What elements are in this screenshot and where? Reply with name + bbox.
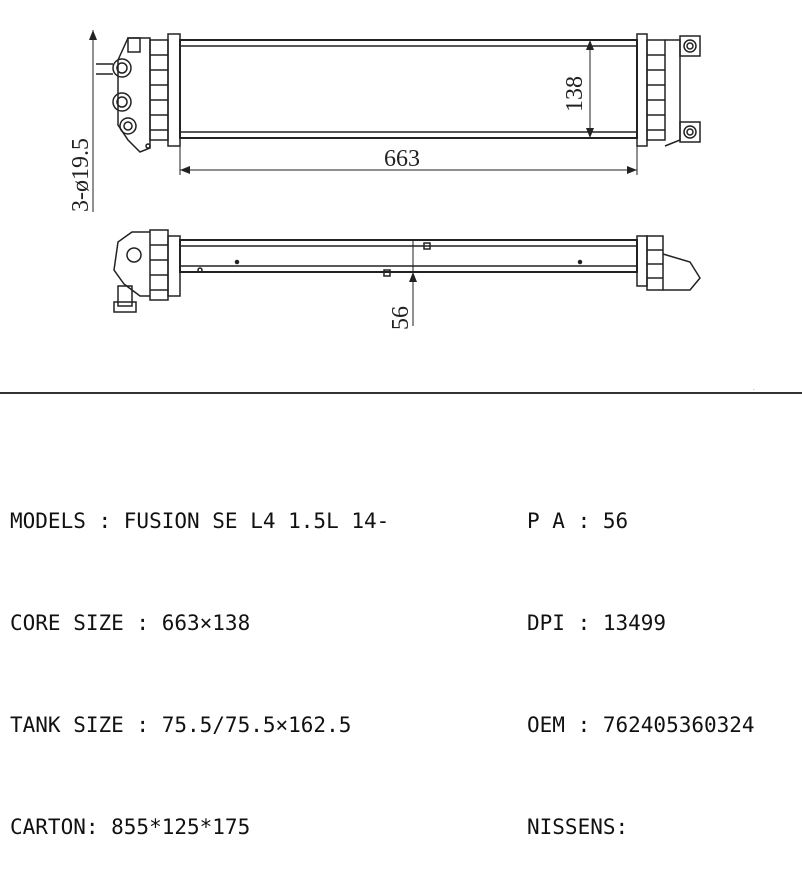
dim-label-663: 663	[384, 146, 420, 172]
technical-drawing: 663 138 3-ø19.5 56 ·	[68, 30, 756, 390]
spec-models: MODELS : FUSION SE L4 1.5L 14-	[10, 509, 390, 533]
spec-right-column: P A : 56 DPI : 13499 OEM : 762405360324 …	[527, 436, 755, 878]
spec-carton: CARTON: 855*125*175	[10, 815, 251, 839]
spec-nissens: NISSENS:	[527, 815, 629, 839]
spec-oem: OEM : 762405360324	[527, 713, 755, 737]
spec-pa: P A : 56	[527, 509, 629, 533]
dim-label-138: 138	[562, 76, 588, 112]
dim-label-holes: 3-ø19.5	[68, 138, 94, 212]
front-view	[89, 30, 701, 212]
right-tank	[636, 33, 701, 147]
section-divider	[0, 392, 802, 394]
spec-dpi: DPI : 13499	[527, 611, 667, 635]
left-tank	[96, 33, 181, 153]
spec-left-column: MODELS : FUSION SE L4 1.5L 14- CORE SIZE…	[10, 436, 389, 878]
spec-core-size: CORE SIZE : 663×138	[10, 611, 251, 635]
svg-text:·: ·	[752, 387, 756, 390]
dim-label-56: 56	[388, 306, 414, 330]
top-view	[113, 229, 701, 326]
spec-tank-size: TANK SIZE : 75.5/75.5×162.5	[10, 713, 352, 737]
